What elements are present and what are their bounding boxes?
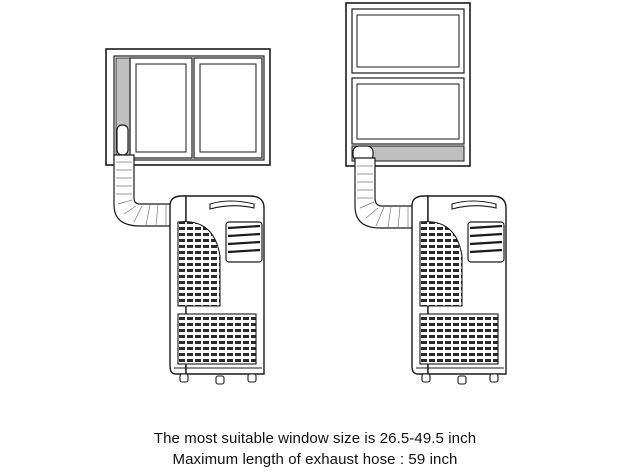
- hung-window-icon: [345, 2, 471, 167]
- hose-length-caption: Maximum length of exhaust hose : 59 inch: [172, 451, 458, 468]
- exhaust-hose-right: [354, 157, 415, 229]
- window-size-caption: The most suitable window size is 26.5-49…: [153, 430, 477, 447]
- portable-air-conditioner-icon: [168, 194, 266, 386]
- installation-illustration: [105, 2, 508, 386]
- sliding-window-icon: [105, 48, 271, 166]
- portable-air-conditioner-icon: [410, 194, 508, 386]
